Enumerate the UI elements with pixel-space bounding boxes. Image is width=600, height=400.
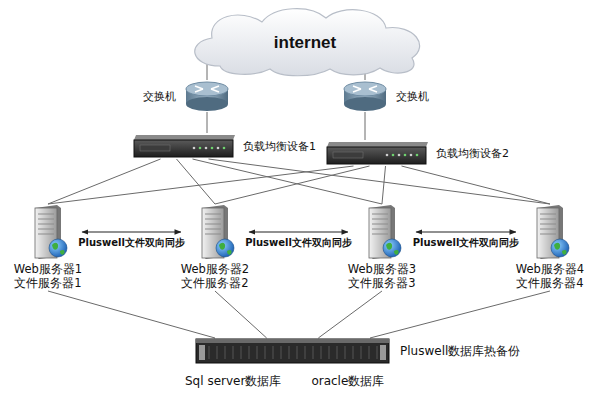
- load-balancer-device: [132, 133, 237, 159]
- database-node: Pluswell数据库热备份 Sql server数据库 oracle数据库: [185, 334, 523, 391]
- network-link: [209, 159, 550, 204]
- load-balancer: 负载均衡设备1: [132, 133, 316, 159]
- server-label: 文件服务器2: [181, 276, 248, 290]
- database-label: Pluswell数据库热备份: [400, 344, 520, 359]
- internet-cloud: internet: [180, 4, 430, 78]
- edge-label: Pluswell文件双向同步: [244, 236, 353, 250]
- database-label: Sql server数据库: [185, 374, 281, 389]
- database-label: oracle数据库: [311, 374, 384, 389]
- server-node: Web服务器2文件服务器2: [181, 204, 249, 290]
- server-label: 文件服务器1: [14, 276, 81, 290]
- server-label: Web服务器4: [516, 262, 584, 276]
- router-icon: [184, 80, 230, 112]
- server-icon: [529, 204, 571, 260]
- sync-arrow: [249, 231, 348, 232]
- server-label: 文件服务器3: [348, 276, 415, 290]
- switch-label: 交换机: [143, 89, 176, 104]
- cloud-label: internet: [274, 33, 336, 53]
- sync-arrow: [416, 231, 516, 232]
- edge-label: Pluswell文件双向同步: [412, 236, 521, 250]
- server-icon: [194, 204, 236, 260]
- switch-label: 交换机: [396, 89, 429, 104]
- server-node: Web服务器3文件服务器3: [348, 204, 416, 290]
- network-link: [177, 159, 215, 204]
- server-icon: [361, 204, 403, 260]
- network-link: [382, 166, 386, 204]
- server-icon: [27, 204, 69, 260]
- server-node: Web服务器1文件服务器1: [14, 204, 82, 290]
- edge-label: Pluswell文件双向同步: [77, 236, 186, 250]
- server-label: Web服务器1: [14, 262, 82, 276]
- network-link: [215, 291, 267, 338]
- device-label: 负载均衡设备1: [243, 139, 316, 154]
- switch-node: 交换机: [342, 80, 429, 112]
- server-node: Web服务器4文件服务器4: [516, 204, 584, 290]
- network-link: [215, 166, 370, 204]
- network-link: [365, 112, 366, 140]
- load-balancer: 负载均衡设备2: [325, 140, 509, 166]
- network-link: [402, 166, 550, 204]
- database-rack: [195, 338, 390, 364]
- load-balancer-device: [325, 140, 430, 166]
- server-label: Web服务器2: [181, 262, 249, 276]
- server-label: Web服务器3: [348, 262, 416, 276]
- network-link: [48, 166, 354, 204]
- network-link: [207, 112, 208, 133]
- network-link: [48, 291, 215, 338]
- server-label: 文件服务器4: [516, 276, 583, 290]
- network-link: [318, 291, 382, 338]
- switch-node: 交换机: [143, 80, 230, 112]
- router-icon: [342, 80, 388, 112]
- network-link: [193, 159, 382, 204]
- network-link: [370, 291, 550, 338]
- sync-arrow: [82, 231, 181, 232]
- device-label: 负载均衡设备2: [436, 146, 509, 161]
